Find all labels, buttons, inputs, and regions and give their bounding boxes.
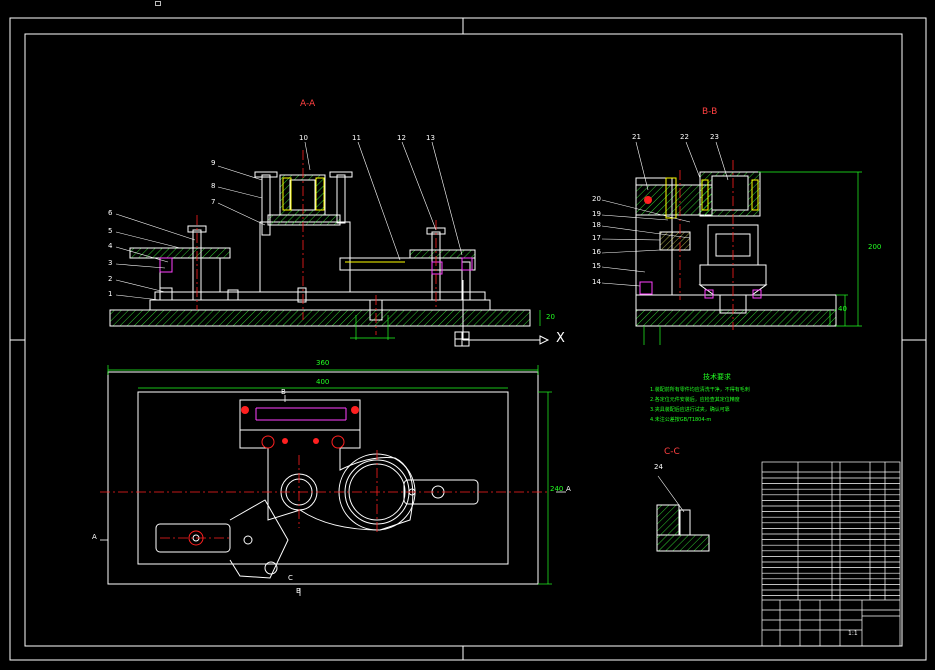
tech-req-line-2: 2.各定位元件安装后，应检查其定位精度 [650, 397, 740, 403]
part-label-2: 2 [108, 275, 113, 283]
part-label-5: 5 [108, 227, 113, 235]
part-label-4: 4 [108, 242, 113, 250]
part-label-17: 17 [592, 234, 601, 242]
part-label-22: 22 [680, 133, 689, 141]
tech-req-line-4: 4.未注公差按GB/T1804-m [650, 417, 712, 423]
part-label-14: 14 [592, 278, 601, 286]
tech-req-title: 技术要求 [703, 373, 731, 381]
dim-base-h2: 40 [838, 305, 847, 313]
section-bb-view [601, 141, 862, 345]
part-label-19: 19 [592, 210, 601, 218]
part-label-18: 18 [592, 221, 601, 229]
part-label-21: 21 [632, 133, 641, 141]
part-label-1: 1 [108, 290, 113, 298]
part-label-15: 15 [592, 262, 601, 270]
tech-req-line-1: 1.装配前所有零件均应清洗干净，不得有毛刺 [650, 387, 750, 393]
part-label-16: 16 [592, 248, 601, 256]
dim-overall-length: 360 [316, 359, 330, 367]
section-arrow-a-left: A [92, 533, 97, 541]
part-label-11: 11 [352, 134, 361, 142]
part-label-20: 20 [592, 195, 601, 203]
part-label-8: 8 [211, 182, 216, 190]
section-arrow-b-top: B [281, 388, 286, 396]
dim-plan-width: 240 [550, 485, 564, 493]
section-aa-title: A-A [300, 99, 316, 109]
part-label-13: 13 [426, 134, 435, 142]
section-cc-view [656, 475, 710, 552]
dim-base-h1: 20 [546, 313, 555, 321]
plan-view [100, 365, 566, 596]
title-block-scale: 1:1 [848, 630, 858, 637]
part-label-7: 7 [211, 198, 216, 206]
part-label-3: 3 [108, 259, 113, 267]
part-label-6: 6 [108, 209, 113, 217]
window-menu-icon[interactable] [155, 1, 161, 6]
title-block [761, 461, 901, 647]
section-aa-view [109, 141, 550, 347]
dim-height-b: 200 [868, 243, 882, 251]
section-arrow-a-right: A [566, 485, 571, 493]
dim-inner-length: 400 [316, 378, 330, 386]
tech-req-line-3: 3.夹具装配后应进行试夹，确认可靠 [650, 407, 730, 413]
section-cc-title: C-C [664, 447, 680, 457]
part-label-23: 23 [710, 133, 719, 141]
x-axis-label: X [556, 331, 565, 346]
section-arrow-c: C [288, 574, 293, 582]
section-arrow-b-bottom: B [296, 587, 301, 595]
drawing-frame [9, 17, 927, 661]
part-label-24: 24 [654, 463, 663, 471]
part-label-12: 12 [397, 134, 406, 142]
part-label-10: 10 [299, 134, 308, 142]
section-bb-title: B-B [702, 107, 718, 117]
part-label-9: 9 [211, 159, 216, 167]
